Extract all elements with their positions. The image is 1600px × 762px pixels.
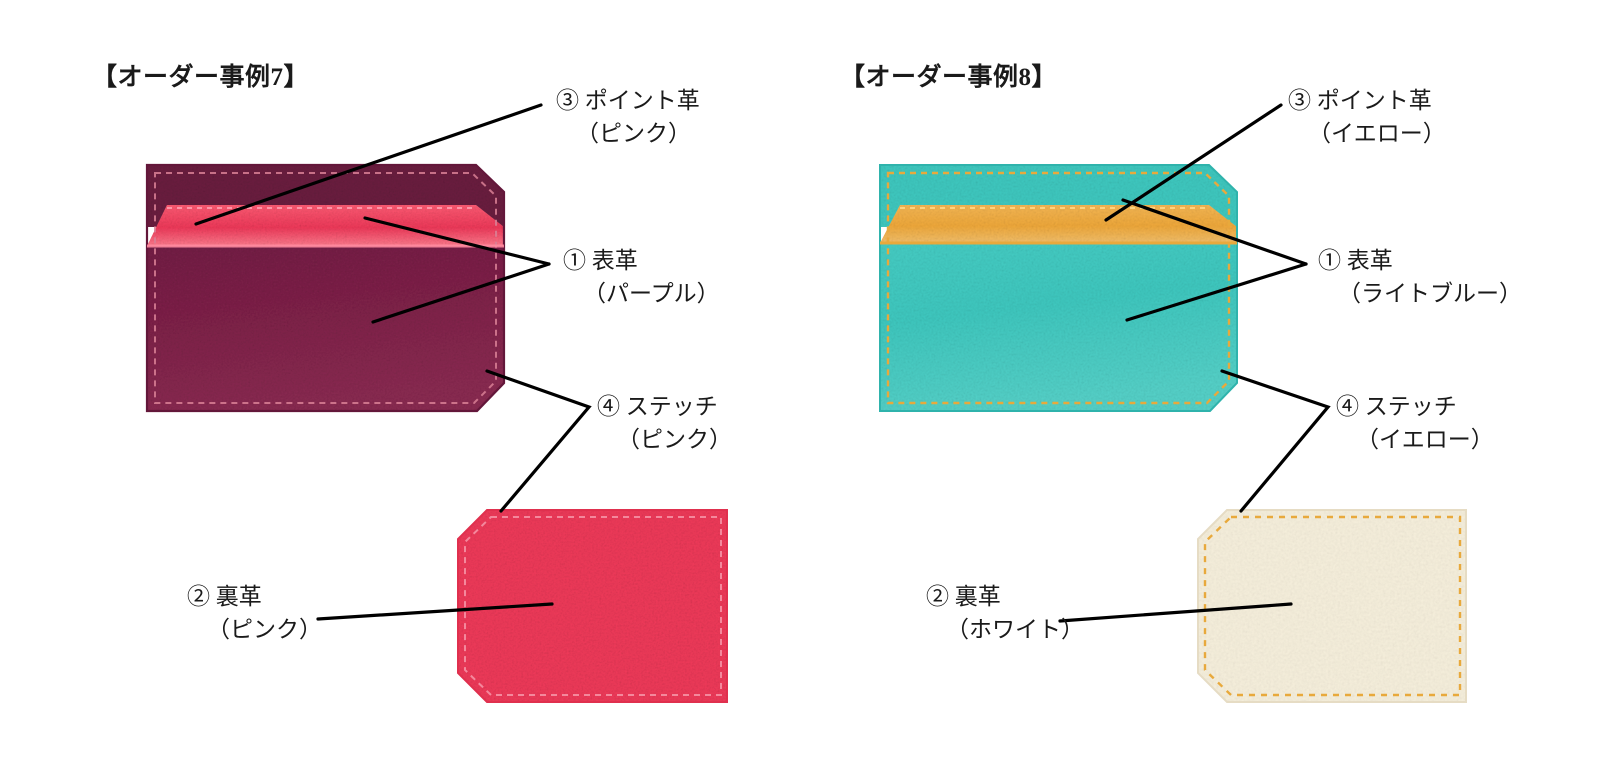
leader-line-8-outer-upper [1121,198,1308,266]
lining-7-outline [457,509,728,703]
card-holder-8-stitch-outer [886,171,1231,405]
callout-8-outer-leather-line1: ① 表革 [1318,248,1393,273]
callout-8-lining-leather-line1: ② 裏革 [926,584,1001,609]
lining-piece-example-7 [457,509,728,703]
card-holder-7-stitch-outer [154,172,497,404]
lining-8-shape [1198,510,1466,702]
lining-piece-example-8 [1197,509,1467,703]
callout-7-stitch: ④ ステッチ （ピンク） [597,390,732,457]
callout-7-point-leather-line2: （ピンク） [576,121,691,147]
card-holder-8-front-body [880,243,1237,411]
callout-7-lining-leather-line2: （ピンク） [207,617,322,643]
leader-line-7-outer-lower [371,262,551,324]
lining-7-shape [458,510,727,702]
callout-7-outer-leather: ① 表革 （パープル） [563,244,720,311]
leader-line-8-lining [1058,602,1293,623]
leader-line-7-point-leather [194,103,543,226]
card-holder-example-7 [145,163,506,413]
card-holder-8-point-band [880,205,1237,243]
leader-line-8-outer-lower [1125,262,1308,322]
callout-8-lining-leather: ② 裏革 （ホワイト） [926,580,1084,647]
callout-8-point-leather-line1: ③ ポイント革 [1288,88,1432,113]
callout-7-point-leather: ③ ポイント革 （ピンク） [556,84,700,151]
callout-8-point-leather-line2: （イエロー） [1308,121,1446,147]
leader-line-8-stitch [1220,369,1331,513]
callout-7-lining-leather: ② 裏革 （ピンク） [187,580,322,647]
callout-7-lining-leather-line1: ② 裏革 [187,584,262,609]
callout-8-outer-leather-line2: （ライトブルー） [1338,281,1522,307]
callout-8-stitch: ④ ステッチ （イエロー） [1336,390,1494,457]
lining-8-outline [1197,509,1467,703]
callout-8-outer-leather: ① 表革 （ライトブルー） [1318,244,1522,311]
card-holder-example-8 [879,164,1238,412]
callout-7-point-leather-line1: ③ ポイント革 [556,88,700,113]
callout-8-stitch-line1: ④ ステッチ [1336,394,1457,419]
callout-8-stitch-line2: （イエロー） [1356,427,1494,453]
panel-title-example-8: 【オーダー事例8】 [840,64,1058,91]
leader-line-8-point-leather [1104,103,1283,222]
card-holder-7-point-band [147,205,504,246]
callout-7-outer-leather-line2: （パープル） [583,281,720,307]
leader-lines-example-7 [194,103,592,621]
callout-7-outer-leather-line1: ① 表革 [563,248,638,273]
lining-7-stitch [464,516,722,696]
card-holder-7-outline [145,163,506,413]
callout-7-stitch-line1: ④ ステッチ [597,394,718,419]
panel-title-example-7: 【オーダー事例7】 [92,64,310,91]
callout-8-lining-leather-line2: （ホワイト） [946,617,1084,643]
leader-lines-example-8 [1058,103,1331,623]
callout-7-stitch-line2: （ピンク） [617,427,732,453]
leader-line-7-lining [316,602,554,621]
leader-line-7-stitch [485,369,592,513]
card-holder-8-outline [879,164,1238,412]
card-holder-7-front-body [147,246,504,411]
callout-8-point-leather: ③ ポイント革 （イエロー） [1288,84,1446,151]
lining-8-stitch [1203,515,1462,697]
leader-line-7-outer-upper [363,216,551,266]
